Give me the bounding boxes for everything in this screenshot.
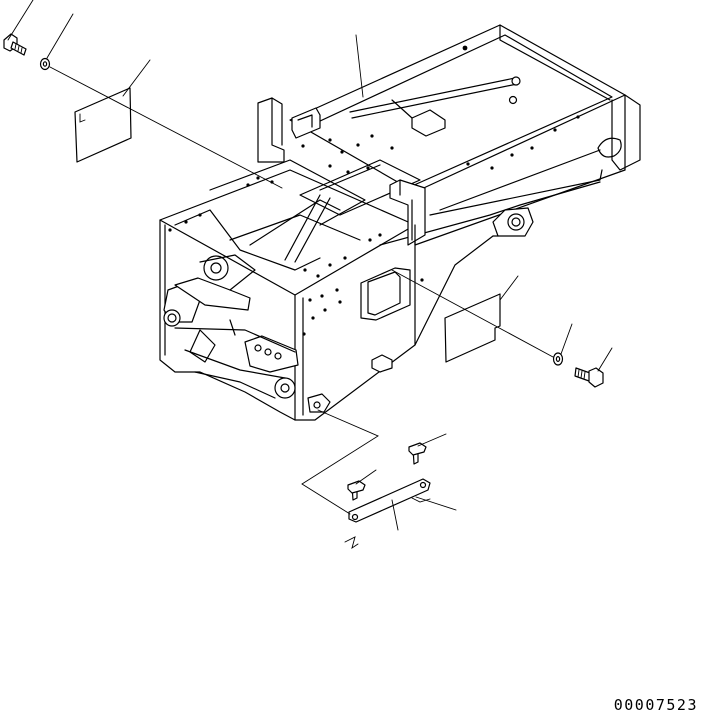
frame-holes xyxy=(168,45,580,336)
stay-bar xyxy=(348,478,431,523)
washer-upper-left xyxy=(39,57,51,71)
bolt-bottom-upper xyxy=(408,442,427,465)
cover-plate-right xyxy=(444,293,501,363)
bolt-upper-left xyxy=(3,33,27,56)
cover-plate-upper-left xyxy=(74,87,132,163)
washer-right xyxy=(552,352,564,366)
leader-lines xyxy=(7,0,613,531)
bolt-right xyxy=(574,367,604,388)
main-frame xyxy=(159,24,641,421)
bolt-bottom-lower xyxy=(347,480,366,501)
drawing-number: 00007523 xyxy=(613,696,698,714)
